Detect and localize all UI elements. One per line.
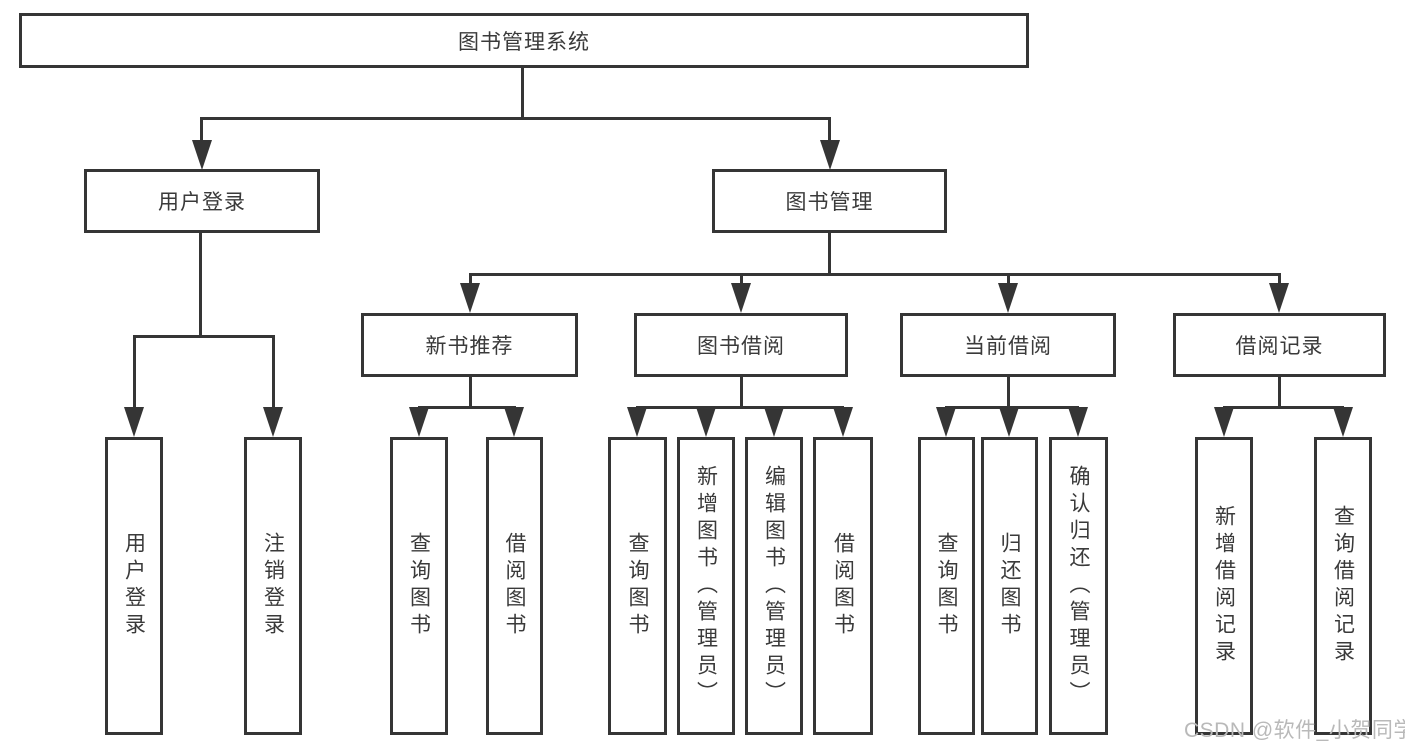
node-root-label: 图书管理系统 (458, 30, 590, 54)
leaf-user-login: 用户登录 (105, 437, 163, 735)
leaf-logout-label: 注销登录 (261, 532, 285, 640)
arrowhead-userlogin-child1 (124, 407, 144, 437)
leaf-currentborrow-return-book-label: 归还图书 (998, 532, 1021, 640)
node-current-borrow-label: 当前借阅 (964, 335, 1052, 358)
arrowhead-bookborrow-child4 (833, 407, 853, 437)
leaf-currentborrow-confirm-return-admin: 确认归还（管理员） (1049, 437, 1108, 735)
node-user-login-label: 用户登录 (158, 191, 246, 214)
leaf-currentborrow-query-book: 查询图书 (918, 437, 975, 735)
connector-bookmgmt-stem (828, 117, 831, 143)
connector-borrowrecord-trunk (1278, 377, 1281, 406)
arrowhead-newbookrec-child1 (409, 407, 429, 437)
connector-currentborrow-stem (1007, 273, 1010, 285)
node-user-login: 用户登录 (84, 169, 320, 233)
leaf-borrowrecord-add-record-label: 新增借阅记录 (1212, 505, 1236, 667)
connector-userlogin-stem (200, 117, 203, 143)
connector-bookborrow-stem (740, 273, 743, 285)
node-book-mgmt-label: 图书管理 (785, 191, 874, 214)
connector-bookborrow-trunk (740, 377, 743, 406)
node-book-borrow-label: 图书借阅 (697, 335, 785, 358)
connector-userlogin-bar (133, 335, 275, 338)
arrowhead-currentborrow (998, 283, 1018, 313)
arrowhead-bookborrow-child2 (696, 407, 716, 437)
leaf-bookborrow-query-book: 查询图书 (608, 437, 667, 735)
node-borrow-record: 借阅记录 (1173, 313, 1386, 377)
arrowhead-newbookrec (460, 283, 480, 313)
leaf-bookborrow-add-book-admin: 新增图书（管理员） (677, 437, 735, 735)
node-current-borrow: 当前借阅 (900, 313, 1116, 377)
connector-userlogin-child1-stem (133, 335, 136, 408)
connector-newbookrec-stem (469, 273, 472, 285)
arrowhead-bookborrow-child3 (764, 407, 784, 437)
leaf-borrowrecord-query-record: 查询借阅记录 (1314, 437, 1372, 735)
leaf-bookborrow-borrow-book-label: 借阅图书 (831, 532, 855, 640)
arrowhead-bookmgmt (820, 140, 840, 170)
arrowhead-currentborrow-child2 (999, 407, 1019, 437)
leaf-user-login-label: 用户登录 (122, 532, 146, 640)
arrowhead-currentborrow-child1 (936, 407, 956, 437)
leaf-logout: 注销登录 (244, 437, 302, 735)
connector-level3-bar (469, 273, 1281, 276)
arrowhead-currentborrow-child3 (1068, 407, 1088, 437)
connector-bookborrow-bar (636, 406, 844, 409)
connector-userlogin-trunk (199, 233, 202, 335)
connector-borrowrecord-bar (1223, 406, 1344, 409)
connector-userlogin-child2-stem (272, 335, 275, 408)
leaf-newbookrec-query-book-label: 查询图书 (407, 532, 431, 640)
node-new-book-rec-label: 新书推荐 (425, 335, 514, 358)
arrowhead-bookborrow (731, 283, 751, 313)
leaf-newbookrec-borrow-book-label: 借阅图书 (503, 532, 526, 640)
arrowhead-borrowrecord-child2 (1333, 407, 1353, 437)
leaf-newbookrec-query-book: 查询图书 (390, 437, 448, 735)
leaf-currentborrow-confirm-return-admin-label: 确认归还（管理员） (1067, 464, 1090, 708)
arrowhead-userlogin (192, 140, 212, 170)
node-book-mgmt: 图书管理 (712, 169, 947, 233)
leaf-bookborrow-add-book-admin-label: 新增图书（管理员） (694, 464, 718, 708)
node-book-borrow: 图书借阅 (634, 313, 848, 377)
arrowhead-borrowrecord (1269, 283, 1289, 313)
leaf-currentborrow-return-book: 归还图书 (981, 437, 1038, 735)
csdn-watermark: CSDN @软件_小贺同学 (1184, 719, 1405, 742)
leaf-borrowrecord-query-record-label: 查询借阅记录 (1331, 505, 1355, 667)
leaf-bookborrow-edit-book-admin-label: 编辑图书（管理员） (762, 464, 786, 708)
connector-newbookrec-bar (418, 406, 516, 409)
connector-currentborrow-trunk (1007, 377, 1010, 406)
leaf-borrowrecord-add-record: 新增借阅记录 (1195, 437, 1253, 735)
leaf-bookborrow-query-book-label: 查询图书 (626, 532, 649, 640)
node-new-book-rec: 新书推荐 (361, 313, 578, 377)
leaf-bookborrow-edit-book-admin: 编辑图书（管理员） (745, 437, 803, 735)
connector-borrowrecord-stem (1278, 273, 1281, 285)
arrowhead-bookborrow-child1 (627, 407, 647, 437)
node-root: 图书管理系统 (19, 13, 1029, 68)
connector-level2-bar (200, 117, 831, 120)
leaf-bookborrow-borrow-book: 借阅图书 (813, 437, 873, 735)
connector-root-trunk (521, 68, 524, 117)
arrowhead-newbookrec-child2 (504, 407, 524, 437)
leaf-currentborrow-query-book-label: 查询图书 (935, 532, 958, 640)
connector-bookmgmt-trunk (828, 233, 831, 273)
arrowhead-borrowrecord-child1 (1214, 407, 1234, 437)
connector-newbookrec-trunk (469, 377, 472, 406)
node-borrow-record-label: 借阅记录 (1235, 335, 1324, 358)
leaf-newbookrec-borrow-book: 借阅图书 (486, 437, 543, 735)
arrowhead-userlogin-child2 (263, 407, 283, 437)
